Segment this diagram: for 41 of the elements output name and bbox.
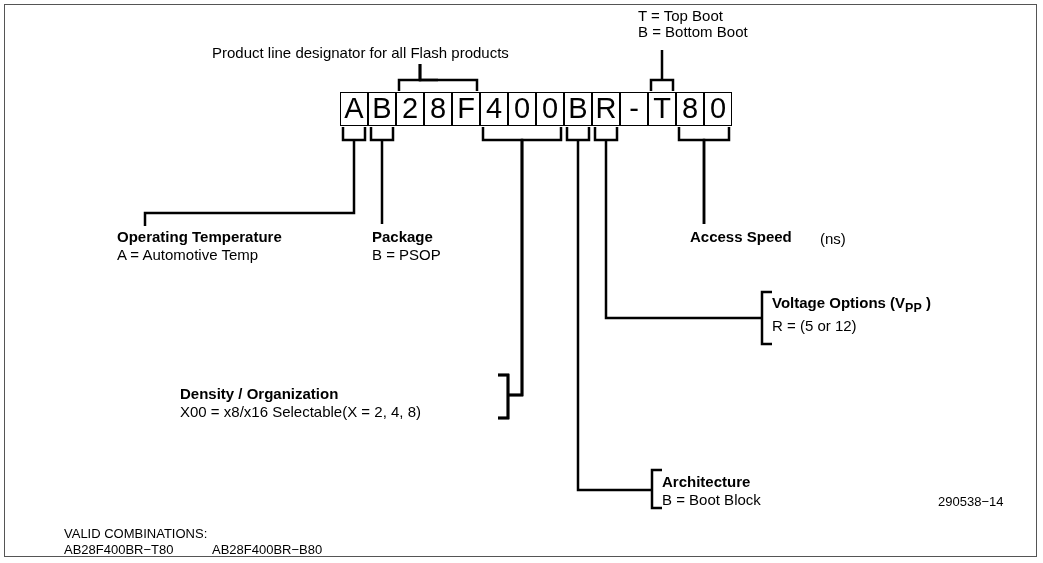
code-character-cell: 0	[704, 92, 732, 126]
code-meaning: X00 = x8/x16 Selectable(X = 2, 4, 8)	[180, 403, 421, 421]
code-character-cell: B	[564, 92, 592, 126]
bracket-leader-line	[565, 125, 664, 510]
code-meaning: B = PSOP	[372, 246, 441, 264]
code-meaning: B = Bottom Boot	[638, 24, 748, 40]
code-character-cell: 2	[396, 92, 424, 126]
description-text: Product line designator for all Flash products	[212, 44, 509, 62]
code-character-cell: 0	[536, 92, 564, 126]
field-heading: Package	[372, 228, 434, 246]
field-heading: Access Speed	[690, 228, 792, 246]
part-number: AB28F400BR−B80	[212, 542, 323, 557]
code-character-cell: -	[620, 92, 648, 126]
code-character-cell: F	[452, 92, 480, 126]
part-number: AB28F400BR−T80	[64, 542, 174, 557]
code-character-cell: T	[648, 92, 676, 126]
bracket-leader-line	[418, 64, 479, 91]
code-character-cell: B	[368, 92, 396, 126]
bracket-leader-line	[593, 125, 774, 346]
bracket-leader-line	[649, 48, 675, 93]
code-character-cell: 4	[480, 92, 508, 126]
code-character-cell: 8	[676, 92, 704, 126]
bracket-leader-line	[702, 127, 731, 224]
code-character-cell: R	[592, 92, 620, 126]
code-character-cell: 8	[424, 92, 452, 126]
field-heading: Density / Organization	[180, 385, 340, 403]
code-meaning: B = Boot Block	[662, 491, 761, 509]
field-heading: Voltage Options (V$_{PP}$ )	[772, 294, 931, 317]
code-character-cell: 0	[508, 92, 536, 126]
unit-note: (ns)	[820, 230, 846, 247]
note-heading: VALID COMBINATIONS:	[64, 526, 208, 541]
bracket-leader-line	[143, 125, 367, 228]
figure-number: 290538−14	[938, 494, 1004, 509]
code-meaning: R = (5 or 12)	[772, 317, 858, 335]
bracket-leader-line	[369, 125, 395, 226]
code-character-cell: A	[340, 92, 368, 126]
code-meaning: A = Automotive Temp	[117, 246, 260, 264]
code-meaning: T = Top Boot	[638, 8, 724, 24]
field-heading: Architecture	[662, 473, 752, 491]
field-heading: Operating Temperature	[117, 228, 282, 246]
bracket-leader-line	[496, 125, 563, 420]
